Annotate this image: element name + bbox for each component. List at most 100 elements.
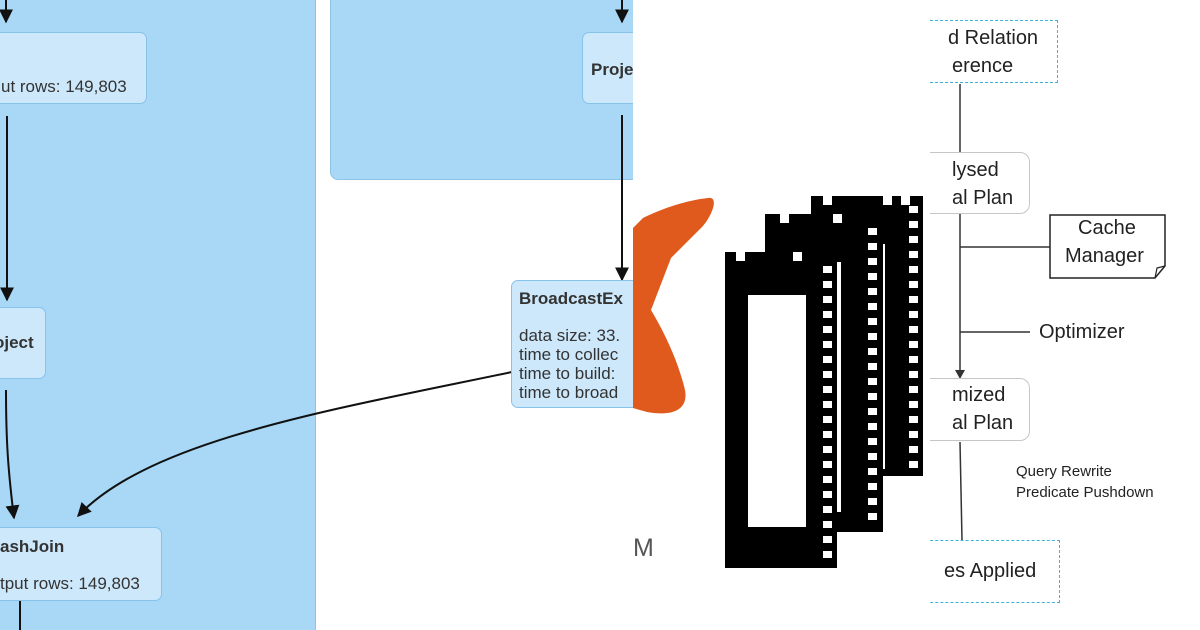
stage-cluster-left [0,0,316,630]
sprocket-hole [909,206,918,213]
cache-manager-line-1: Cache [1078,217,1136,239]
sprocket-hole [823,476,832,483]
sprocket-hole [823,521,832,528]
logo-panel: M [633,0,930,630]
sprocket-hole [823,281,832,288]
sprocket-hole [868,453,877,460]
sprocket-hole [868,423,877,430]
spark-plan-panel: ut rows: 149,803 oject ashJoin tput rows… [0,0,633,630]
sprocket-hole [823,446,832,453]
sprocket-hole [868,288,877,295]
film-strip-front-icon [725,252,837,568]
plan-node-broadcast-exchange: BroadcastEx data size: 33. time to colle… [511,280,633,408]
sprocket-hole [823,386,832,393]
sprocket-hole [909,281,918,288]
sprocket-hole [823,461,832,468]
sprocket-hole [909,371,918,378]
sprocket-hole [868,348,877,355]
optimized-plan-box [930,378,1030,441]
film-notch [901,196,910,205]
orange-logo-shape [633,197,714,414]
sprocket-hole [868,498,877,505]
plan-node-hashjoin: ashJoin tput rows: 149,803 [0,527,162,601]
analysed-line-2: al Plan [952,187,1014,209]
sprocket-hole [868,318,877,325]
node-metric: ut rows: 149,803 [1,77,127,96]
sprocket-hole [909,416,918,423]
optimized-line-1: mized [952,384,1006,406]
node-metric: tput rows: 149,803 [0,574,140,593]
sprocket-hole [823,536,832,543]
film-sprocket-holes [823,206,918,558]
film-notch [883,196,892,205]
sprocket-hole [909,326,918,333]
sprocket-hole [823,341,832,348]
sprocket-hole [823,371,832,378]
film-top-notches [736,196,910,261]
sprocket-hole [868,378,877,385]
sprocket-hole [868,243,877,250]
analysed-line-1: lysed [952,159,999,181]
film-notch [793,252,802,261]
unresolved-relation-box [930,20,1058,83]
sprocket-hole [868,258,877,265]
rule-predicate-pushdown: Predicate Pushdown [1016,484,1154,501]
film-notch [833,214,842,223]
sprocket-hole [823,266,832,273]
sprocket-hole [823,431,832,438]
node-title: ashJoin [0,537,65,556]
sprocket-hole [868,438,877,445]
node-metric-time-broadcast: time to broad [519,383,619,402]
plan-node-top-left: ut rows: 149,803 [0,32,147,104]
analysed-plan-box [930,152,1030,214]
sprocket-hole [823,401,832,408]
sprocket-hole [868,408,877,415]
plan-node-project-left: oject [0,307,46,379]
node-metric-time-collect: time to collec [519,345,619,364]
sprocket-hole [868,303,877,310]
cache-manager-box [1049,214,1166,279]
sprocket-hole [868,273,877,280]
rules-applied-box [930,540,1060,603]
edge-project-to-join [5,389,20,520]
flow-arrowhead [955,370,965,379]
sprocket-hole [909,356,918,363]
film-notch [736,252,745,261]
flow-lines [955,84,1166,541]
sprocket-hole [823,416,832,423]
plan-edges [0,0,629,630]
node-title: BroadcastEx [519,289,623,308]
unresolved-line-1: d Relation [948,27,1039,49]
node-title: Proje [591,60,633,79]
flow-line-3 [959,441,963,541]
optimizer-label: Optimizer [1039,321,1125,343]
cache-manager-line-2: Manager [1065,245,1144,267]
sprocket-hole [909,401,918,408]
sprocket-hole [868,513,877,520]
sprocket-hole [823,491,832,498]
edge-broadcast-to-join [77,371,513,518]
sprocket-hole [823,296,832,303]
rules-applied-label: es Applied [944,560,1037,582]
sprocket-hole [909,296,918,303]
film-notch [780,214,789,223]
sprocket-hole [823,311,832,318]
sprocket-hole [868,393,877,400]
sprocket-hole [823,326,832,333]
sprocket-hole [909,446,918,453]
sprocket-hole [868,483,877,490]
node-metric-data-size: data size: 33. [519,326,621,345]
sprocket-hole [909,386,918,393]
sprocket-hole [823,551,832,558]
catalyst-flow-panel: d Relation erence lysed al Plan Cache Ma… [930,0,1200,630]
sprocket-hole [909,461,918,468]
sprocket-hole [909,251,918,258]
rule-query-rewrite: Query Rewrite [1016,463,1112,480]
sprocket-hole [909,221,918,228]
sprocket-hole [868,228,877,235]
sprocket-hole [868,333,877,340]
node-title: oject [0,333,34,352]
sprocket-hole [909,266,918,273]
sprocket-hole [909,236,918,243]
node-metric-time-build: time to build: [519,364,616,383]
